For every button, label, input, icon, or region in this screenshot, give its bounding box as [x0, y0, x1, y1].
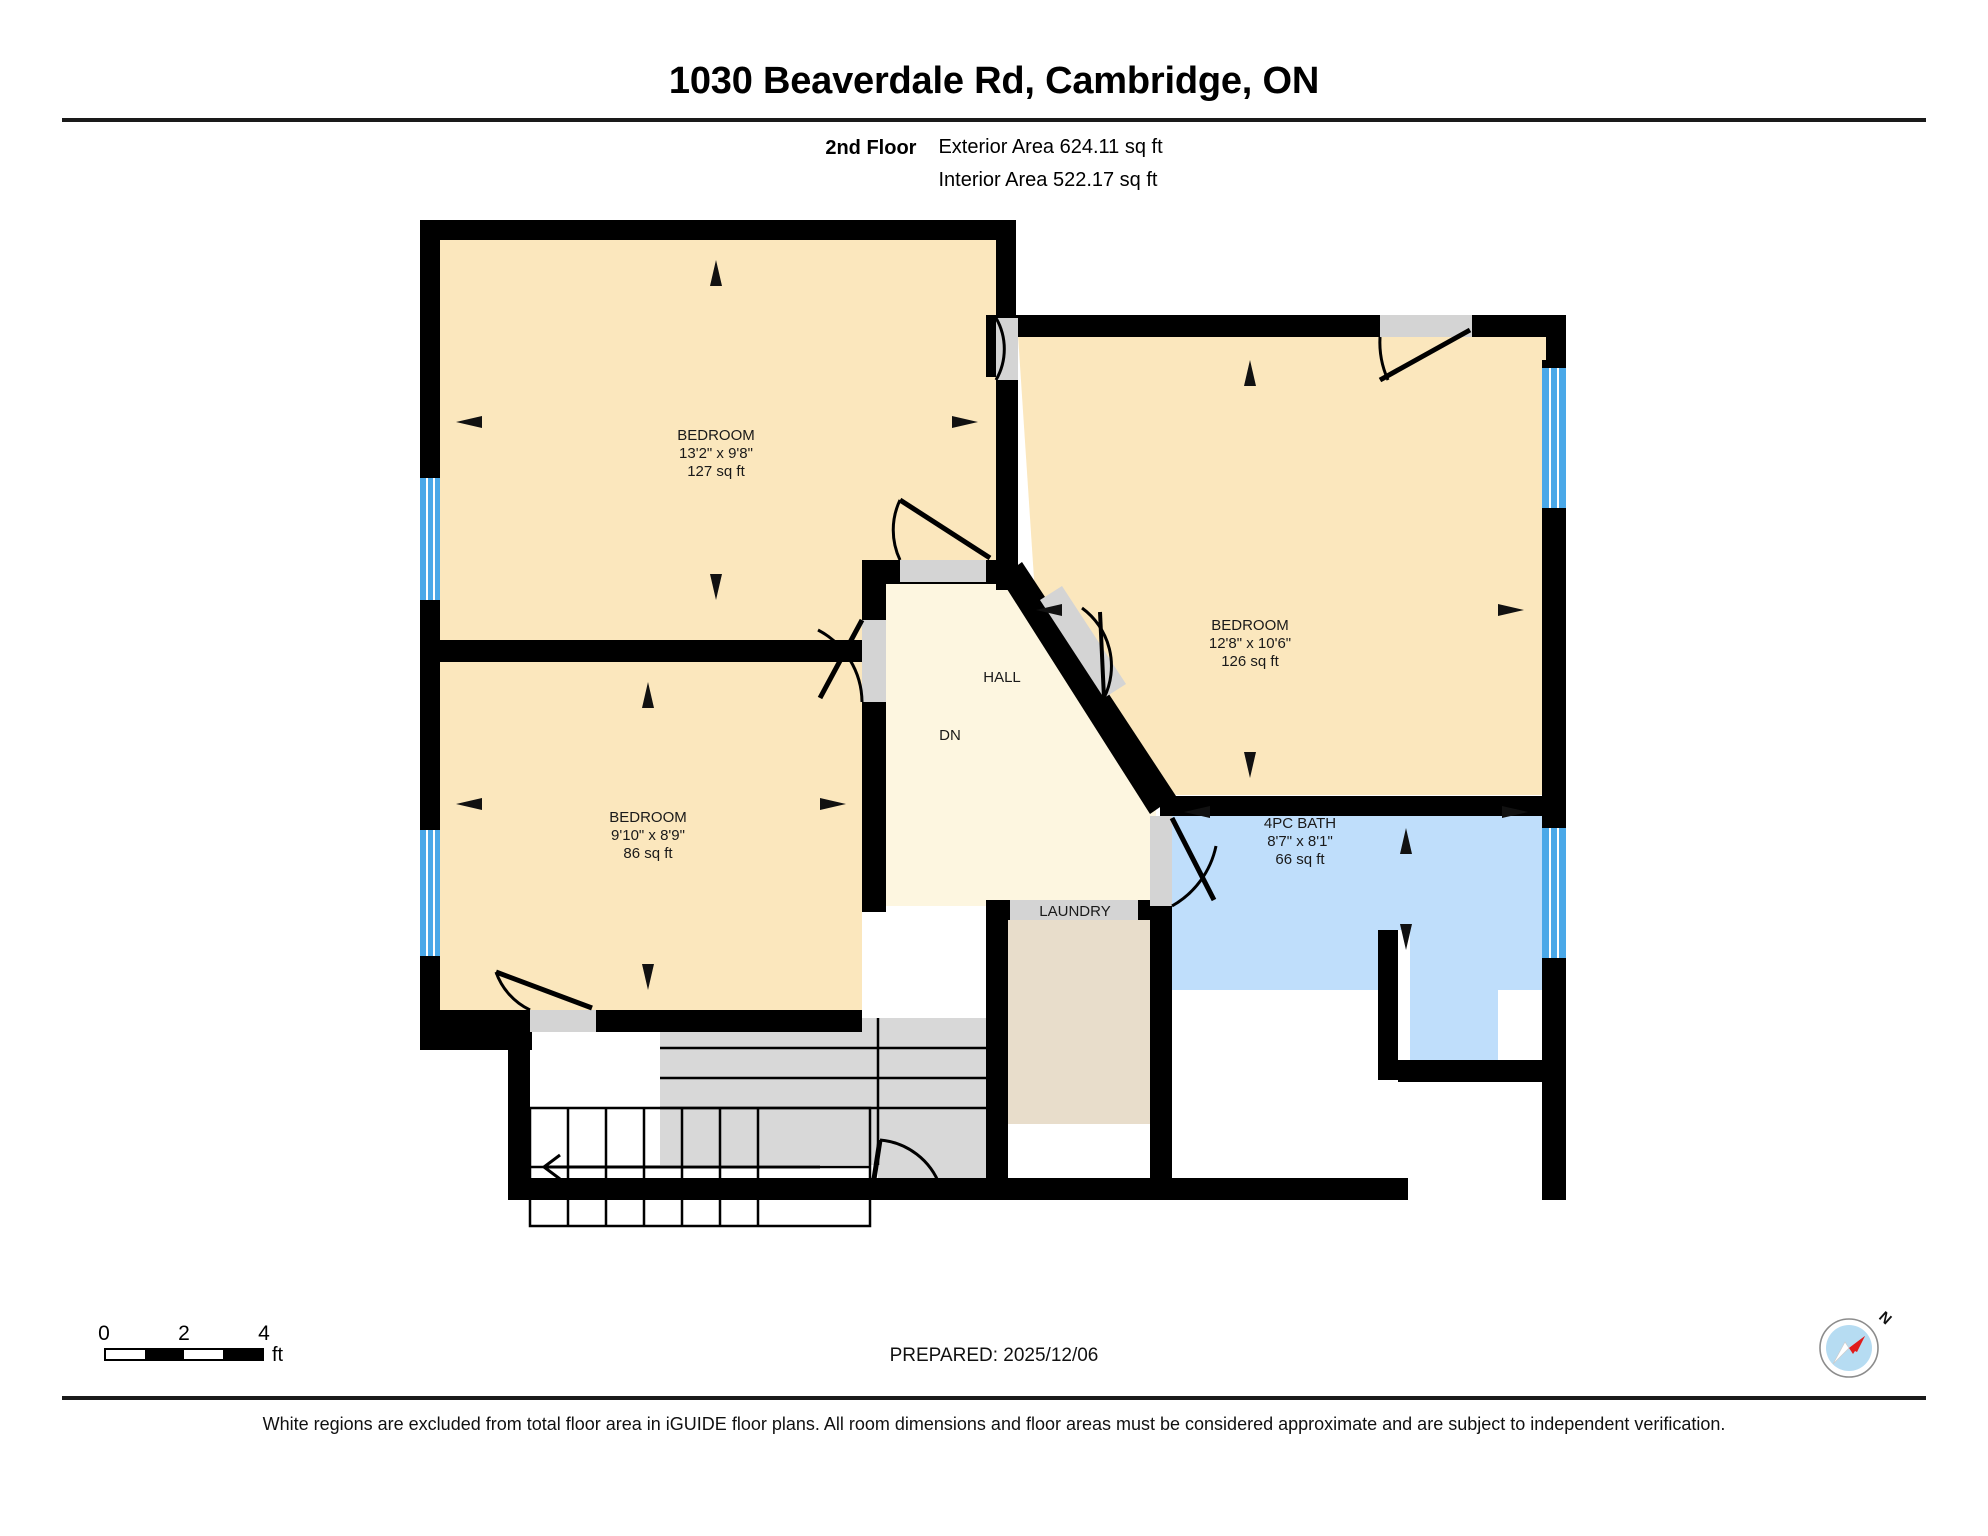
interior-area-text: Interior Area 522.17 sq ft [938, 169, 1158, 191]
bedroom-2-dimensions: 12'8" x 10'6" [1209, 635, 1291, 652]
door-bath [1150, 816, 1218, 908]
room-fill-bedroom-1-b [438, 238, 1000, 640]
bath-dimensions: 8'7" x 8'1" [1267, 833, 1333, 850]
door-laundry [1010, 900, 1138, 920]
laundry-label: LAUNDRY [1039, 903, 1110, 920]
floor-label: 2nd Floor [825, 137, 917, 159]
bath-name: 4PC BATH [1264, 815, 1336, 832]
room-fill-hall [886, 582, 1156, 906]
compass-rose: N [1819, 1308, 1895, 1378]
footer-divider [62, 1396, 1926, 1400]
floor-plan-drawing: BEDROOM 13'2" x 9'8" 127 sq ft BEDROOM 1… [0, 200, 1988, 1260]
room-fill-bedroom-2 [1018, 335, 1546, 795]
exterior-walls [420, 220, 1566, 1200]
dimension-arrows [456, 260, 1528, 990]
scale-tick-0: 0 [98, 1322, 110, 1345]
bedroom-3-name: BEDROOM [609, 809, 687, 826]
door-bedroom-3-sw [494, 969, 596, 1032]
scale-seg-3 [184, 1350, 223, 1359]
scale-bar: 0 2 4 ft [98, 1322, 284, 1366]
bedroom-2-name: BEDROOM [1211, 617, 1289, 634]
hall-label: HALL [983, 669, 1021, 686]
angled-wall-hall-bedroom2 [1000, 562, 1176, 814]
scale-seg-4 [223, 1350, 262, 1359]
page-title: 1030 Beaverdale Rd, Cambridge, ON [668, 60, 1320, 102]
scale-seg-1 [106, 1350, 145, 1359]
scale-tick-2: 2 [178, 1322, 190, 1345]
bedroom-3-dimensions: 9'10" x 8'9" [611, 827, 685, 844]
compass-needle-north-b [1849, 1336, 1865, 1352]
window-left-bedroom3 [420, 830, 440, 956]
scale-tick-labels: 0 2 4 [98, 1322, 284, 1348]
bedroom-2-area: 126 sq ft [1221, 653, 1279, 670]
window-right-bath [1542, 828, 1566, 958]
door-bedroom-1-north [994, 317, 1018, 381]
door-bedroom-3-hall [817, 618, 886, 703]
bedroom-1-area: 127 sq ft [687, 463, 745, 480]
scale-unit-label: ft [272, 1344, 284, 1366]
scale-seg-2 [145, 1350, 184, 1359]
window-left-bedroom1 [420, 478, 440, 600]
door-bedroom-1-hall [891, 497, 992, 582]
disclaimer-text: White regions are excluded from total fl… [262, 1414, 1726, 1434]
stairs-landing-fill [878, 1080, 1000, 1185]
room-label-bedroom-1: BEDROOM 13'2" x 9'8" 127 sq ft [677, 427, 755, 480]
scale-bar-graphic [104, 1348, 264, 1361]
room-label-bedroom-3: BEDROOM 9'10" x 8'9" 86 sq ft [609, 809, 687, 862]
stairs-direction-label: DN [939, 727, 961, 744]
room-fill-bath [1166, 804, 1546, 1060]
bedroom-1-name: BEDROOM [677, 427, 755, 444]
scale-tick-4: 4 [258, 1322, 270, 1345]
window-right-bedroom2 [1542, 368, 1566, 508]
room-fill-bedroom-3 [438, 662, 862, 1010]
prepared-date: PREPARED: 2025/12/06 [889, 1345, 1099, 1366]
title-divider [62, 118, 1926, 122]
door-bedroom-2-north [1378, 315, 1472, 383]
bedroom-3-area: 86 sq ft [623, 845, 673, 862]
compass-needle-south [1832, 1341, 1850, 1365]
room-label-bedroom-2: BEDROOM 12'8" x 10'6" 126 sq ft [1209, 617, 1291, 670]
room-label-bath: 4PC BATH 8'7" x 8'1" 66 sq ft [1264, 815, 1336, 868]
bath-area: 66 sq ft [1275, 851, 1325, 868]
bedroom-1-dimensions: 13'2" x 9'8" [679, 445, 753, 462]
compass-north-label: N [1875, 1308, 1894, 1328]
exterior-area-text: Exterior Area 624.11 sq ft [938, 136, 1163, 158]
room-fill-laundry [1000, 912, 1150, 1124]
stairs-direction-arrow [541, 1153, 820, 1181]
floor-info: 2nd Floor Exterior Area 624.11 sq ft Int… [0, 136, 1988, 192]
